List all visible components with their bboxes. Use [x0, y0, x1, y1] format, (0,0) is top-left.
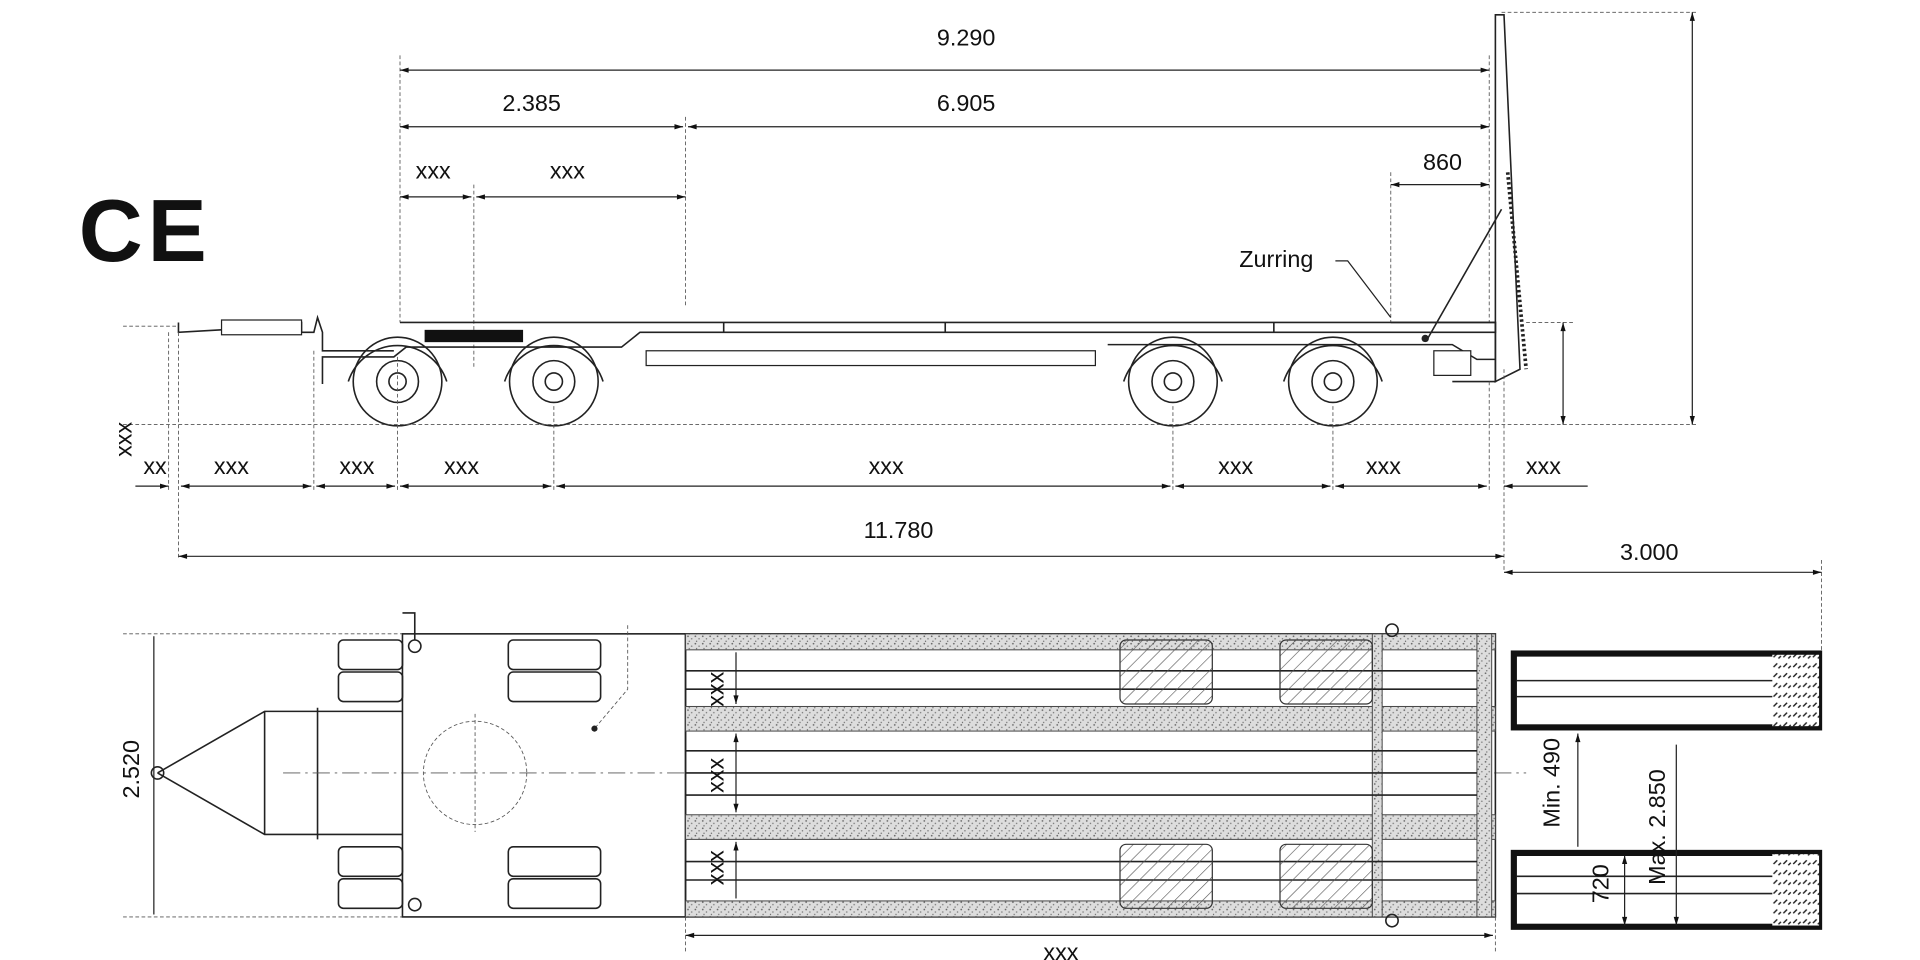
dim-2385: 2.385	[502, 90, 561, 116]
dim-bottom-3: xxx	[444, 453, 479, 479]
dim-2520: 2.520	[118, 740, 144, 799]
dim-gooseneck-b: xxx	[550, 157, 585, 183]
svg-text:CE: CE	[79, 181, 212, 280]
dim-860: 860	[1423, 149, 1462, 175]
dim-6905: 6.905	[937, 90, 996, 116]
dim-gooseneck-a: xxx	[416, 157, 451, 183]
dim-deck-width-2: xxx	[703, 850, 729, 885]
bottom-dim-row: xx xxx xxx xxx xxx xxx xxx xxx	[135, 332, 1588, 573]
dim-deck-width-1: xxx	[703, 758, 729, 793]
front-tires-top	[337, 639, 602, 910]
side-view: 9.290 2.385 6.905 xxx xxx 860 Zurring	[111, 11, 1822, 653]
dim-height-left: xxx	[111, 422, 137, 457]
dim-min-490: Min. 490	[1538, 738, 1564, 828]
loading-deck-top	[684, 623, 1497, 928]
dim-bottom-2: xxx	[339, 453, 374, 479]
dim-max-2850: Max. 2.850	[1644, 769, 1670, 885]
dim-bottom-1: xxx	[214, 453, 249, 479]
trailer-side	[177, 13, 1528, 384]
dim-720: 720	[1588, 864, 1614, 903]
ramps-top	[1510, 650, 1823, 930]
dim-bottom-5: xxx	[1218, 453, 1253, 479]
dim-9290: 9.290	[937, 25, 996, 51]
dim-bottom-6: xxx	[1366, 453, 1401, 479]
dim-deck-length: xxx	[1043, 939, 1078, 960]
dim-bottom-0: xx	[143, 453, 167, 479]
ce-logo: CE	[79, 181, 212, 280]
dim-deck-width-0: xxx	[703, 671, 729, 706]
dim-bottom-7: xxx	[1526, 453, 1561, 479]
zurring-label: Zurring	[1239, 246, 1313, 272]
dim-bottom-4: xxx	[869, 453, 904, 479]
dim-11780: 11.780	[864, 517, 934, 543]
top-view: 2.520 xxx xxx xxx	[118, 612, 1823, 960]
dim-3000: 3.000	[1620, 539, 1679, 565]
